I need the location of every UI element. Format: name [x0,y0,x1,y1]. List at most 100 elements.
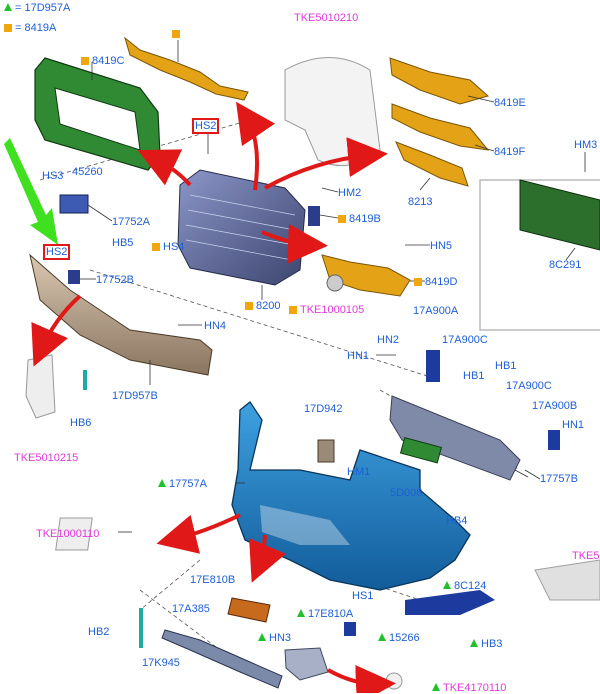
triangle-icon [443,581,451,589]
bracket-17a900a[interactable] [426,350,440,382]
skid-plate-tke5[interactable] [534,559,600,601]
callout-17752b[interactable]: 17752B [96,274,134,286]
callout-tke1000105[interactable]: TKE1000105 [289,304,364,316]
callout-17a900b[interactable]: 17A900B [532,400,578,412]
callout-8200[interactable]: 8200 [245,300,280,312]
bolt-hb2[interactable] [139,608,143,648]
callout-hs2-top-text: HS2 [191,118,220,134]
callout-tke5-partial[interactable]: TKE5 [572,550,600,562]
callout-hn1-top[interactable]: HN1 [347,350,370,362]
callout-17a900c-1[interactable]: 17A900C [442,334,488,346]
callout-hs2-top[interactable]: HS2 [191,118,220,134]
bracket-17752a[interactable] [59,194,89,214]
bolt-hb6[interactable] [83,370,87,390]
callout-17752a[interactable]: 17752A [112,216,150,228]
bar-8419f[interactable] [391,103,490,151]
callout-hs2-left[interactable]: HS2 [42,244,71,260]
callout-45260[interactable]: 45260 [72,166,103,178]
callout-8c124[interactable]: 8C124 [443,580,486,592]
emblem-tke1000105[interactable] [326,274,344,292]
bar-8213[interactable] [395,141,469,187]
callout-8419c[interactable]: 8419C [81,55,124,67]
bracket-tke5010215[interactable] [25,354,56,419]
callout-hb1-2[interactable]: HB1 [495,360,517,372]
callout-hn1-right[interactable]: HN1 [562,419,585,431]
main-grille-8200[interactable] [177,169,306,286]
callout-17a385[interactable]: 17A385 [172,603,210,615]
bracket-17752b[interactable] [68,270,80,284]
arch-liner-tke5010210[interactable] [284,57,381,167]
part-17d942[interactable] [317,439,335,463]
brace-8419a[interactable] [124,36,249,101]
callout-17757b[interactable]: 17757B [540,473,578,485]
callout-17757a[interactable]: 17757A [158,478,207,490]
callout-17e810b[interactable]: 17E810B [190,574,236,586]
callout-hn3-text: HN3 [269,632,292,644]
callout-hn4[interactable]: HN4 [204,320,227,332]
callout-17e810a[interactable]: 17E810A [297,608,353,620]
strip-8c124[interactable] [405,590,495,615]
cap-tke4170110[interactable] [385,672,403,690]
callout-hm3[interactable]: HM3 [574,139,598,151]
callout-hs2-left-text: HS2 [42,244,71,260]
clip-15266[interactable] [344,622,356,636]
callout-hb5[interactable]: HB5 [112,237,134,249]
flow-arrows [31,101,396,693]
callout-17k945[interactable]: 17K945 [142,657,180,669]
callout-hs3[interactable]: HS3 [42,170,64,182]
radiator-support[interactable] [479,179,600,331]
bar-8419e[interactable] [389,57,490,105]
square-icon [245,302,253,310]
callout-8c291[interactable]: 8C291 [549,259,582,271]
callout-hb1-1[interactable]: HB1 [463,370,485,382]
callout-hn5[interactable]: HN5 [430,240,453,252]
callout-hb6[interactable]: HB6 [70,417,92,429]
callout-hm1[interactable]: HM1 [347,466,371,478]
legend-orange: = 8419A [4,22,56,34]
callout-17a900c-2[interactable]: 17A900C [506,380,552,392]
callout-tke4170110-text: TKE4170110 [443,682,507,694]
callout-8419e[interactable]: 8419E [494,97,526,109]
callout-hb2[interactable]: HB2 [88,626,110,638]
triangle-icon [4,3,12,11]
reflector-17a385[interactable] [227,597,271,623]
callout-tke5010210[interactable]: TKE5010210 [294,12,359,24]
bracket-hn3-area[interactable] [284,647,329,681]
callout-8419d[interactable]: 8419D [414,276,457,288]
callout-hn2[interactable]: HN2 [377,334,400,346]
callout-15266[interactable]: 15266 [378,632,420,644]
bracket-5d008[interactable] [399,437,443,464]
lower-trim-17d957b[interactable] [29,253,213,376]
callout-hs4[interactable]: HS4 [152,241,184,253]
callout-hb3[interactable]: HB3 [470,638,502,650]
triangle-icon [470,639,478,647]
callout-8419a-marker[interactable] [172,28,183,40]
square-icon [414,278,422,286]
bullbar-highlight [260,505,350,545]
callout-tke1000110[interactable]: TKE1000110 [36,528,100,540]
square-icon [172,30,180,38]
callout-5d008[interactable]: 5D008 [390,487,423,499]
support-panel-8c291[interactable] [519,179,600,251]
callout-tke4170110[interactable]: TKE4170110 [432,682,506,694]
strip-17k945[interactable] [161,629,283,689]
callout-8419f[interactable]: 8419F [494,146,526,158]
beam-17757b[interactable] [389,395,521,481]
bracket-8419b[interactable] [308,206,320,226]
callout-hm2[interactable]: HM2 [338,187,362,199]
square-icon [4,24,12,32]
legend-green-label: = 17D957A [15,2,71,14]
bracket-17a900b[interactable] [548,430,560,450]
triangle-icon [158,479,166,487]
callout-hb4[interactable]: HB4 [446,515,468,527]
callout-8213[interactable]: 8213 [408,196,433,208]
callout-17d957b[interactable]: 17D957B [112,390,158,402]
callout-hn3[interactable]: HN3 [258,632,291,644]
callout-tke5010215[interactable]: TKE5010215 [14,452,79,464]
callout-17d942[interactable]: 17D942 [304,403,343,415]
panel-tke1000110[interactable] [55,517,93,551]
callout-8419b[interactable]: 8419B [338,213,381,225]
callout-17a900a[interactable]: 17A900A [413,305,459,317]
callout-hs1[interactable]: HS1 [352,590,374,602]
